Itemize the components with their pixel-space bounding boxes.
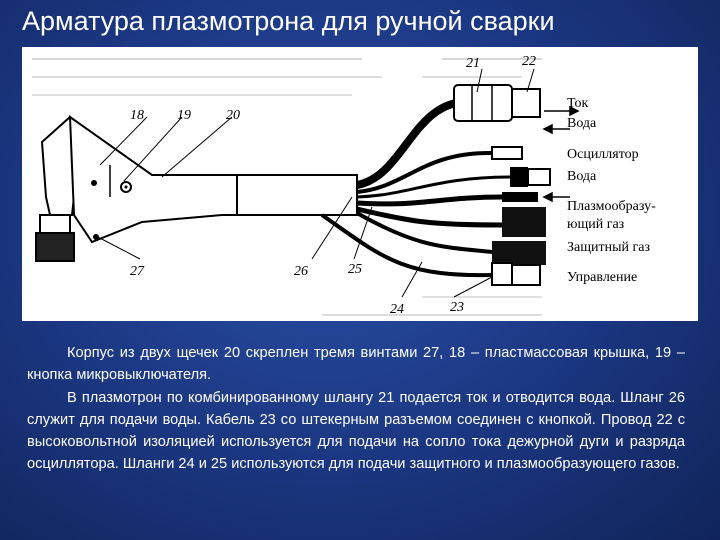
connectors: [453, 84, 551, 286]
paragraph-2: В плазмотрон по комбинированному шлангу …: [27, 389, 685, 473]
background-scan-text: [32, 58, 542, 316]
label-23: 23: [450, 300, 464, 315]
side-label-control: Управление: [567, 270, 637, 285]
paragraph-1: Корпус из двух щечек 20 скреплен тремя в…: [27, 345, 685, 384]
side-label-shield-gas: Защитный газ: [567, 240, 650, 255]
label-24: 24: [390, 302, 404, 317]
pointer-lines: [93, 68, 535, 298]
side-label-plasma-gas-1: Плазмообразу-: [567, 199, 656, 214]
label-25: 25: [348, 262, 362, 277]
label-27: 27: [130, 264, 145, 279]
label-19: 19: [177, 108, 191, 123]
side-label-plasma-gas-2: ющий газ: [567, 217, 625, 232]
hoses: [320, 98, 513, 278]
side-label-oscillator: Осциллятор: [567, 147, 639, 162]
torch-diagram: 18 19 20 21 22 23 24 25 26 27 Ток Вода О…: [22, 47, 698, 321]
label-22: 22: [522, 54, 536, 69]
flow-arrows: [542, 105, 580, 203]
side-label-voda-in: Вода: [567, 169, 597, 184]
label-20: 20: [226, 108, 240, 123]
description-text: Корпус из двух щечек 20 скреплен тремя в…: [27, 342, 685, 476]
side-label-voda-out: Вода: [567, 116, 597, 131]
torch-body: [68, 115, 358, 244]
label-18: 18: [130, 108, 144, 123]
slide-title: Арматура плазмотрона для ручной сварки: [22, 6, 555, 36]
side-label-tok: Ток: [567, 96, 588, 111]
label-21: 21: [466, 56, 480, 71]
label-26: 26: [294, 264, 308, 279]
